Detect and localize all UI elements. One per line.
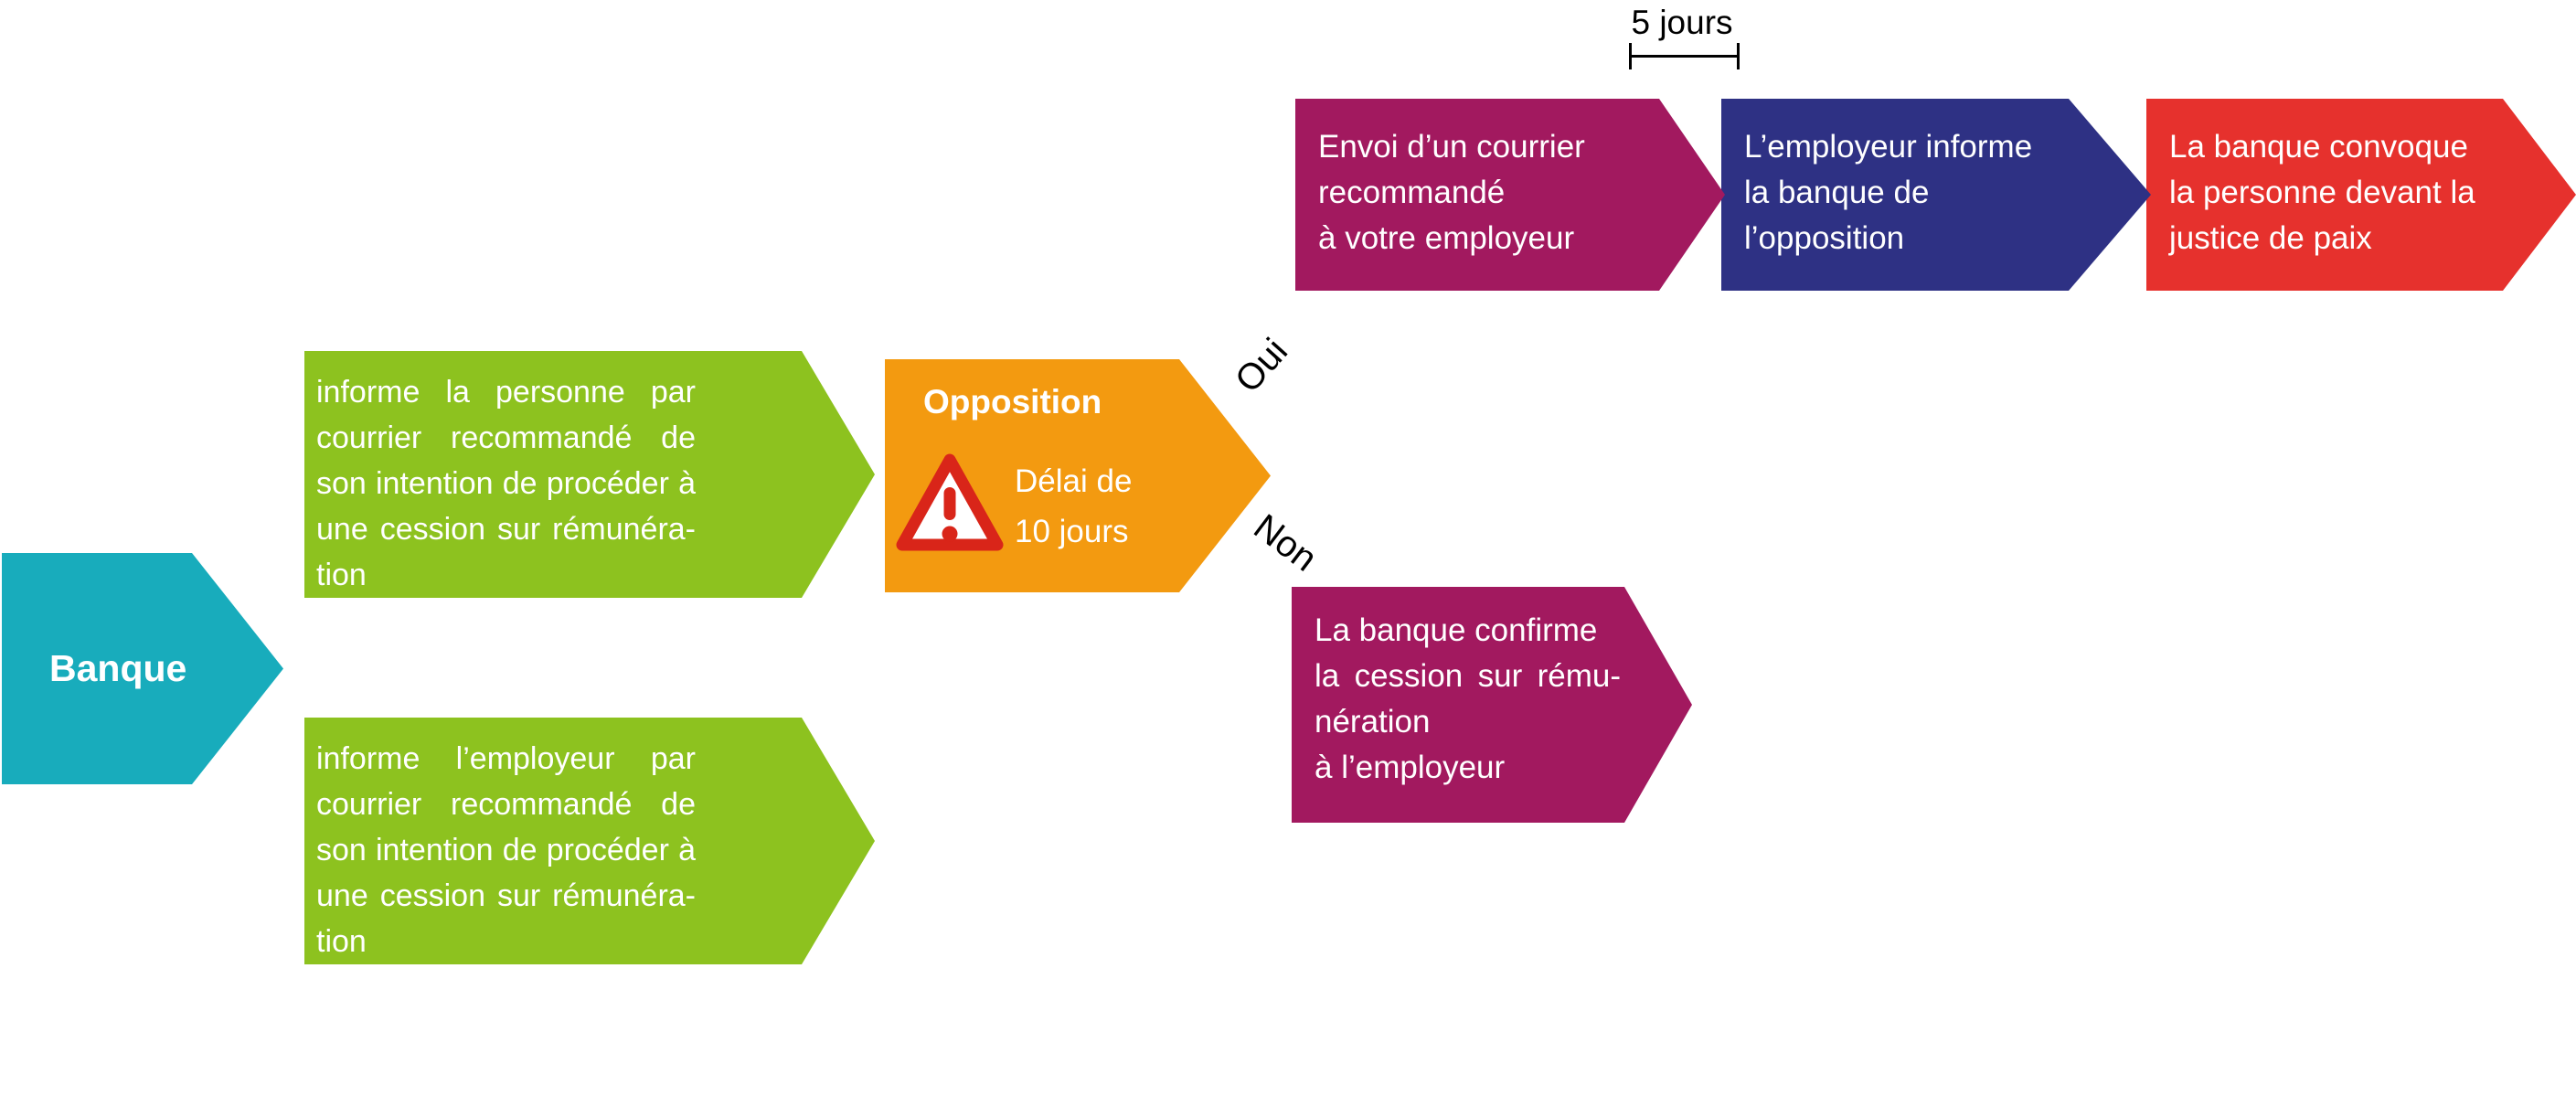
node-informe-personne-line: une cession sur rémunéra-	[316, 512, 696, 547]
node-banque-label: Banque	[49, 647, 187, 689]
node-informe-employeur-line: tion	[316, 924, 367, 959]
node-employeur-informe-line: L’employeur informe	[1744, 129, 2033, 165]
node-banque-confirme-line: la cession sur rému-	[1315, 658, 1621, 694]
branch-label-oui: Oui	[1227, 331, 1296, 400]
bracket-right-tick	[1737, 43, 1740, 69]
node-employeur-informe-line: la banque de	[1744, 175, 1930, 210]
warning-triangle-icon	[894, 451, 1006, 555]
node-envoi-courrier-line: à votre employeur	[1318, 220, 1575, 256]
node-employeur-informe-line: l’opposition	[1744, 220, 1905, 256]
node-banque-confirme-line: nération	[1315, 704, 1431, 740]
node-informe-employeur-line: informe l’employeur par	[316, 741, 696, 776]
node-banque-confirme-line: La banque confirme	[1315, 612, 1598, 648]
five-days-label: 5 jours	[1631, 4, 1733, 41]
node-employeur-informe: L’employeur informe la banque de l’oppos…	[1721, 99, 2151, 291]
node-opposition: Opposition Délai de 10 jours	[885, 359, 1271, 592]
node-banque-convoque-line: La banque convoque	[2169, 129, 2468, 165]
node-envoi-courrier-line: Envoi d’un courrier	[1318, 129, 1585, 165]
node-informe-employeur: informe l’employeur par courrier recomma…	[304, 718, 875, 964]
node-informe-personne-line: informe la personne par	[316, 375, 696, 410]
branch-label-non: Non	[1246, 506, 1325, 580]
node-envoi-courrier-line: recommandé	[1318, 175, 1506, 210]
node-envoi-courrier: Envoi d’un courrier recommandé à votre e…	[1295, 99, 1725, 291]
bracket-left-tick	[1629, 43, 1632, 69]
node-opposition-title: Opposition	[923, 383, 1102, 420]
node-banque-confirme: La banque confirme la cession sur rému- …	[1292, 587, 1692, 823]
node-informe-personne-line: courrier recommandé de	[316, 420, 696, 455]
node-banque-convoque-line: justice de paix	[2169, 220, 2372, 256]
node-banque-convoque-line: la personne devant la	[2169, 175, 2475, 210]
node-banque-convoque: La banque convoque la personne devant la…	[2146, 99, 2576, 291]
node-informe-employeur-line: une cession sur rémunéra-	[316, 878, 696, 913]
node-opposition-delay-line: Délai de	[1015, 463, 1133, 499]
node-opposition-delay-line: 10 jours	[1015, 514, 1129, 549]
node-informe-personne: informe la personne par courrier recomma…	[304, 351, 875, 598]
node-informe-personne-line: son intention de procéder à	[316, 466, 696, 501]
node-informe-employeur-line: son intention de procéder à	[316, 833, 696, 867]
node-informe-employeur-line: courrier recommandé de	[316, 787, 696, 822]
five-days-bracket	[1629, 43, 1740, 69]
node-banque-confirme-line: à l’employeur	[1315, 750, 1506, 785]
node-banque: Banque	[2, 553, 283, 784]
node-informe-personne-line: tion	[316, 558, 367, 592]
